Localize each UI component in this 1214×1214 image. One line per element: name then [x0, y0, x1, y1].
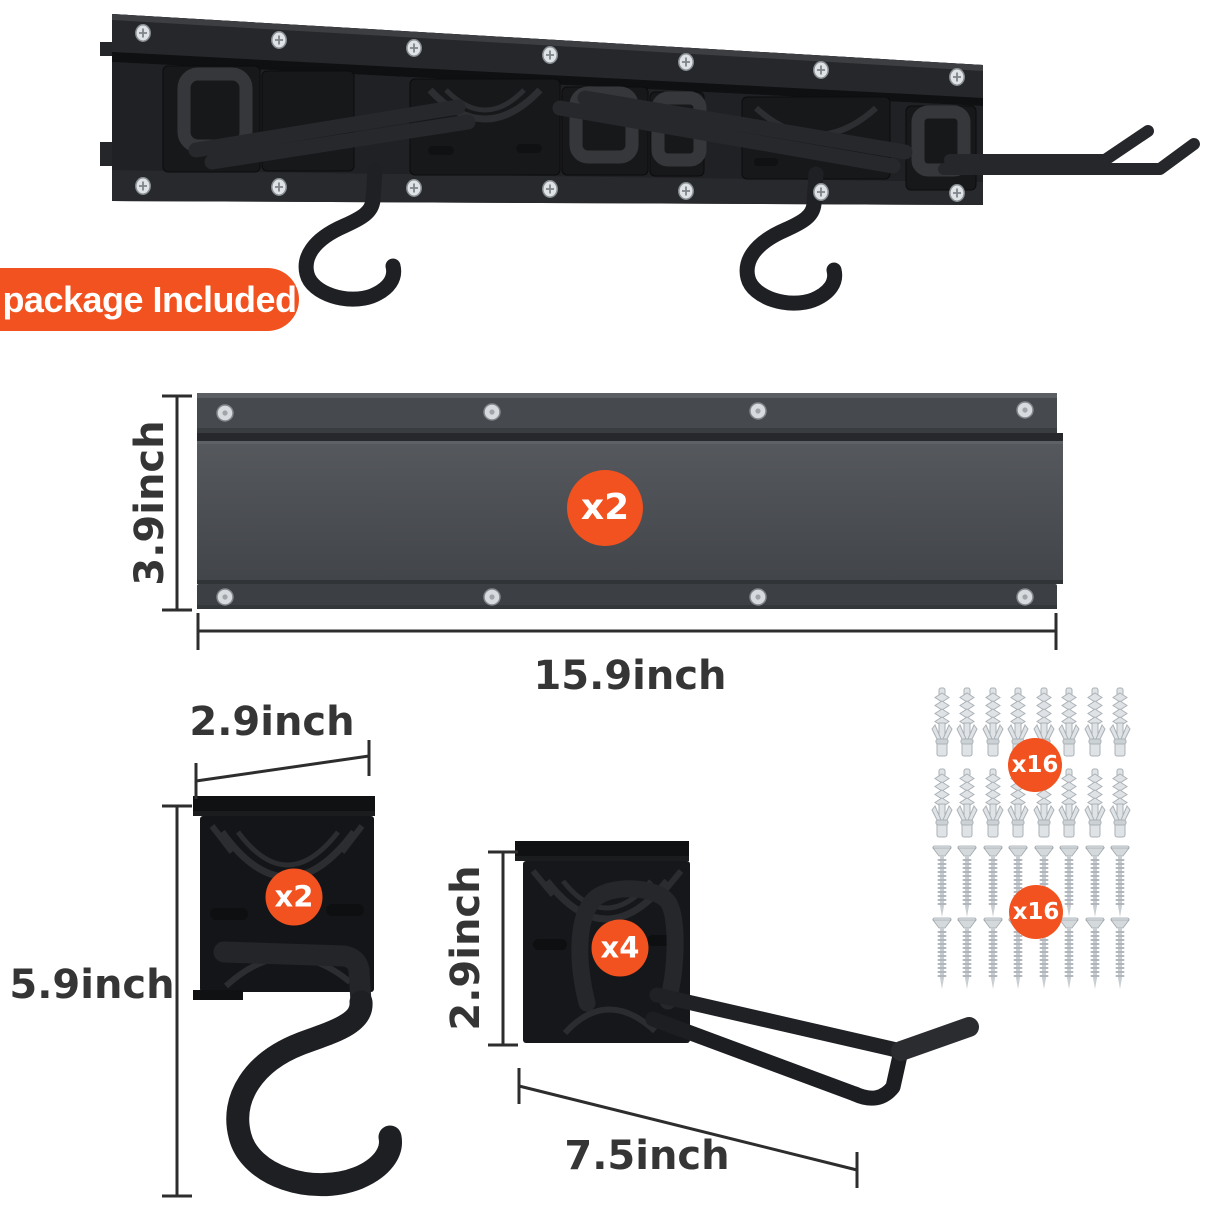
dim-line-double-hook-length [517, 1068, 859, 1188]
dim-label-rail-height: 3.9inch [127, 420, 173, 586]
qty-badge-double-hook: x4 [591, 919, 649, 977]
prong [552, 100, 901, 174]
prong [645, 1011, 863, 1102]
prong [577, 90, 913, 160]
dim-label-double-hook-height: 2.9inch [443, 865, 489, 1031]
dim-line-rail-height [162, 394, 192, 612]
prong-tip [891, 1017, 979, 1061]
fork-prong [938, 138, 1200, 175]
hook-rod [213, 941, 372, 1013]
prong [188, 99, 466, 158]
assembled-rail-illustration [100, 14, 1200, 330]
prong [204, 114, 476, 170]
dim-label-s-hook-height: 5.9inch [9, 962, 175, 1008]
dim-line-s-hook-height [162, 804, 192, 1198]
fork-prong [944, 125, 1154, 166]
dim-label-double-hook-length: 7.5inch [564, 1133, 730, 1179]
qty-badge-screws: x16 [1009, 885, 1063, 939]
dim-label-s-hook-width: 2.9inch [189, 699, 355, 745]
hook-loop-icon [571, 880, 684, 1012]
qty-badge-s-hook: x2 [265, 868, 323, 926]
s-hook-curve [226, 990, 402, 1197]
dim-line-rail-length [196, 613, 1058, 650]
dim-line-double-hook-height [488, 850, 518, 1047]
prong-bend [847, 1043, 909, 1106]
dim-line-s-hook-width [194, 740, 371, 799]
rail-illustration [197, 393, 1063, 609]
prong [649, 987, 909, 1059]
qty-badge-rail: x2 [567, 470, 643, 546]
package-included-label: package Included [2, 278, 297, 320]
qty-badge-anchors: x16 [1008, 738, 1062, 792]
package-included-badge: package Included [0, 268, 299, 331]
dim-label-rail-length: 15.9inch [533, 653, 727, 699]
